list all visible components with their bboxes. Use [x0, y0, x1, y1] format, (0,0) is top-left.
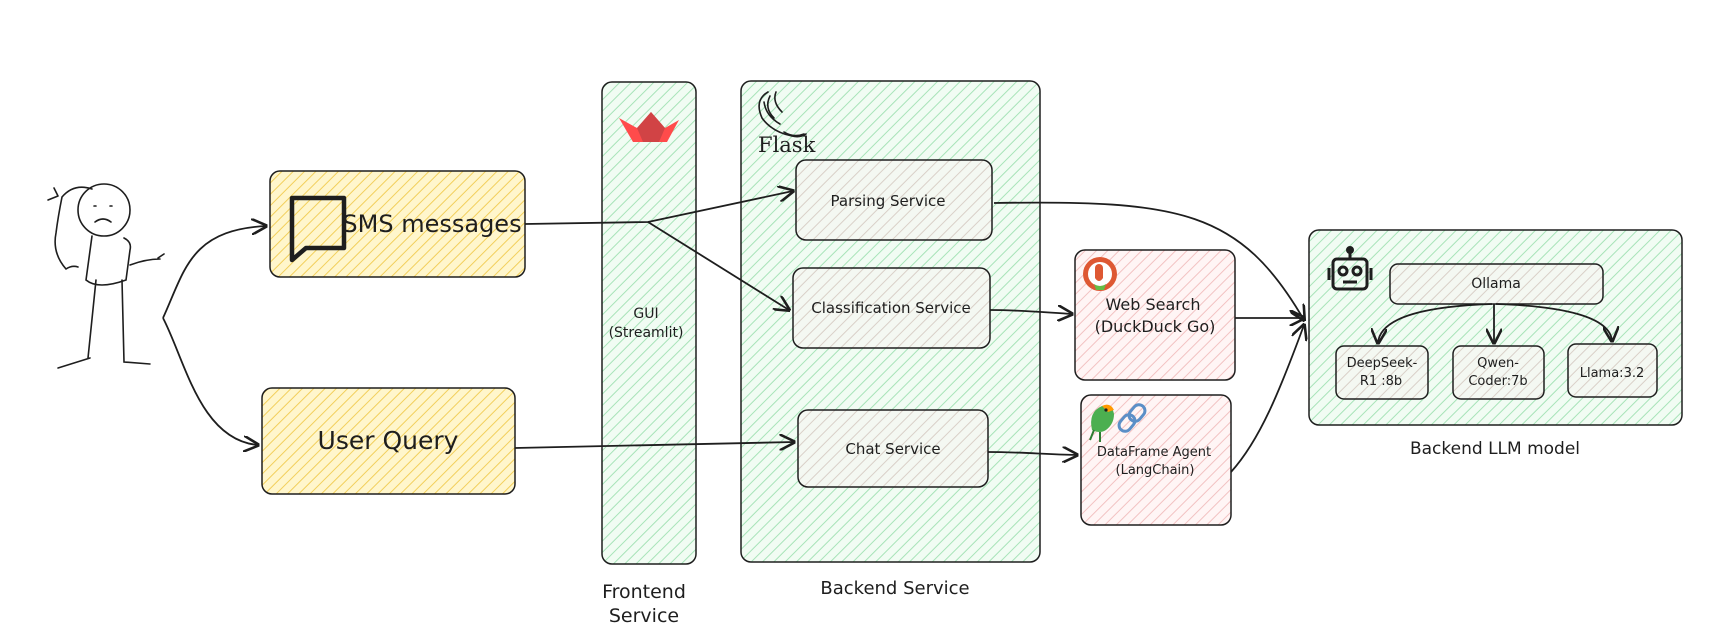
model-label-line1: Qwen- — [1477, 356, 1519, 371]
sms-messages-box: SMS messages — [269, 170, 526, 278]
user-query-label: User Query — [318, 426, 459, 455]
llm-caption: Backend LLM model — [1410, 439, 1580, 459]
model-box-deepseek: DeepSeek- R1 :8b — [1335, 345, 1429, 400]
arrow-user-to-sms — [162, 226, 266, 319]
backend-caption: Backend Service — [820, 578, 969, 599]
chat-bubble-icon — [289, 195, 347, 263]
duckduckgo-label: (DuckDuck Go) — [1095, 317, 1216, 336]
model-box-qwen: Qwen- Coder:7b — [1452, 345, 1545, 400]
parsing-service-label: Parsing Service — [831, 192, 946, 210]
duckduckgo-icon — [1083, 257, 1117, 291]
arrow-ollama-to-llama — [1495, 303, 1612, 341]
dataframe-agent-box: DataFrame Agent (LangChain) — [1080, 394, 1232, 526]
arrow-user-to-query — [162, 317, 258, 445]
model-label-line1: DeepSeek- — [1347, 356, 1418, 371]
frontend-caption-line2: Service — [609, 605, 679, 627]
dataframe-agent-label: DataFrame Agent — [1097, 445, 1211, 460]
frontend-caption-line1: Frontend — [602, 581, 686, 603]
arrow-chat-to-agent — [987, 452, 1077, 455]
arrow-query-to-chat — [514, 442, 794, 448]
backend-panel: Flask Parsing Service Classification Ser… — [740, 80, 1041, 563]
arrow-ollama-to-deepseek — [1378, 303, 1493, 343]
user-query-box: User Query — [261, 387, 516, 495]
flask-logo-text: Flask — [758, 133, 816, 157]
parsing-service-box: Parsing Service — [795, 159, 993, 241]
model-label-line2: Coder:7b — [1468, 374, 1527, 389]
streamlit-label: (Streamlit) — [609, 325, 684, 341]
robot-icon — [1327, 246, 1373, 291]
frontend-panel: GUI (Streamlit) — [601, 81, 697, 565]
model-label-line2: R1 :8b — [1360, 374, 1402, 389]
chat-service-label: Chat Service — [845, 440, 940, 458]
chain-link-icon — [1117, 403, 1147, 433]
classification-service-label: Classification Service — [811, 299, 970, 317]
llm-container: Ollama DeepSeek- R1 :8b Qwen- Coder:7b L… — [1308, 229, 1683, 426]
connectors — [162, 191, 1612, 473]
chat-service-box: Chat Service — [797, 409, 989, 488]
arrow-parsing-to-llm — [993, 201, 1304, 320]
parrot-icon — [1089, 404, 1114, 442]
ollama-box: Ollama — [1389, 263, 1604, 305]
langchain-label: (LangChain) — [1116, 463, 1195, 478]
web-search-box: Web Search (DuckDuck Go) — [1074, 249, 1236, 381]
streamlit-crown-icon — [619, 112, 679, 142]
arrow-agent-to-llm — [1230, 325, 1304, 473]
ollama-label: Ollama — [1471, 276, 1521, 292]
gui-label: GUI — [633, 306, 658, 322]
flask-horn-icon — [758, 91, 807, 138]
confused-user-figure — [47, 183, 165, 369]
model-label-line1: Llama:3.2 — [1580, 366, 1645, 381]
sms-messages-label: SMS messages — [342, 210, 521, 238]
classification-service-box: Classification Service — [792, 267, 991, 349]
arrow-classification-to-websearch — [989, 310, 1072, 314]
model-box-llama: Llama:3.2 — [1567, 343, 1658, 398]
arrow-sms-to-classification — [647, 221, 789, 310]
web-search-label: Web Search — [1106, 295, 1201, 314]
